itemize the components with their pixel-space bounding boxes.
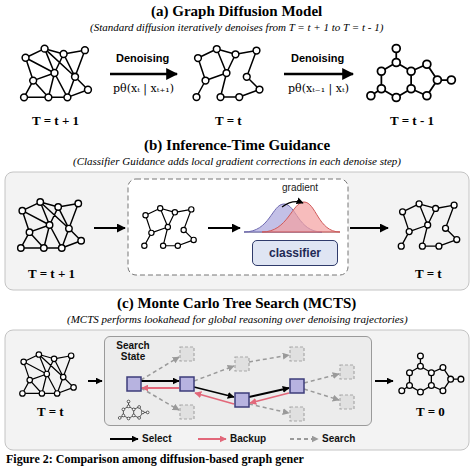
graph xyxy=(193,46,263,101)
noisy-graph xyxy=(21,45,92,101)
panel-background xyxy=(5,330,469,450)
legend-label: Search xyxy=(322,433,355,444)
guidance-box xyxy=(128,179,348,275)
node-text: Search State xyxy=(109,340,157,362)
legend-sample xyxy=(290,438,318,440)
panel-background xyxy=(5,172,469,290)
timestep-label: T = 0 xyxy=(416,404,445,420)
noisy-graph xyxy=(20,352,77,396)
legend-label: Select xyxy=(142,433,171,444)
search-state-box: Search State xyxy=(104,336,372,426)
panel-heading: (b) Inference-Time Guidance xyxy=(144,137,330,154)
panel-heading: (a) Graph Diffusion Model xyxy=(151,3,322,20)
node-text: classifier xyxy=(269,246,321,260)
panel-subtitle: (Classifier Guidance adds local gradient… xyxy=(73,155,401,167)
panel-subtitle: (MCTS performs lookahead for global reas… xyxy=(67,313,408,325)
noisy-graph xyxy=(18,199,85,251)
graph xyxy=(398,201,459,249)
figure-caption: Figure 2: Comparison among diffusion-bas… xyxy=(6,452,304,467)
step-label: Denoising xyxy=(291,52,344,64)
denoise-arrow xyxy=(284,73,353,76)
transition-formula: pθ(xₜ₋₁ | xₜ) xyxy=(288,82,349,95)
panel-heading: (c) Monte Carlo Tree Search (MCTS) xyxy=(117,295,356,312)
transition-formula: pθ(xₜ | xₜ₊₁) xyxy=(113,82,174,95)
distribution-curve xyxy=(262,202,340,232)
flow-arrow xyxy=(375,380,393,382)
legend-label: Backup xyxy=(230,433,266,444)
legend-sample xyxy=(198,438,226,440)
panel-subtitle: (Standard diffusion iteratively denoises… xyxy=(90,21,383,33)
clean-graph xyxy=(399,353,464,395)
flow-arrow xyxy=(88,380,102,382)
flow-arrow xyxy=(94,227,125,229)
gradient-arrow xyxy=(282,202,303,207)
clean-graph xyxy=(367,45,455,102)
classifier-box: classifier xyxy=(252,240,338,266)
legend-sample xyxy=(110,438,138,440)
timestep-label: T = t + 1 xyxy=(28,266,75,282)
timestep-label: T = t - 1 xyxy=(390,113,434,129)
flow-arrow xyxy=(208,227,240,229)
flow-arrow xyxy=(350,227,388,229)
timestep-label: T = t + 1 xyxy=(32,113,79,129)
denoise-arrow xyxy=(110,73,177,76)
timestep-label: T = t xyxy=(37,404,64,420)
step-label: Denoising xyxy=(116,52,169,64)
timestep-label: T = t xyxy=(415,266,442,282)
graph xyxy=(142,206,197,249)
timestep-label: T = t xyxy=(215,113,242,129)
gradient-label: gradient xyxy=(282,182,318,193)
